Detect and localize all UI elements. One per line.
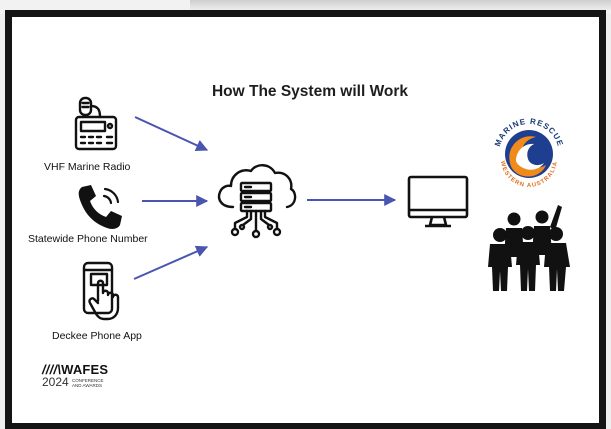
phone-app-icon: [80, 261, 126, 323]
arrow-app-to-hub: [133, 245, 209, 280]
people-group-icon: [486, 201, 572, 293]
source-label-phone: Statewide Phone Number: [28, 233, 148, 245]
wafes-mark: ////\: [42, 362, 62, 377]
marine-rescue-logo: MARINE RESCUE WESTERN AUSTRALIA: [486, 111, 572, 197]
flow-arrows: [133, 116, 397, 280]
slide-frame: How The System will Work VHF Marine Radi…: [5, 10, 606, 429]
arrow-radio-to-hub: [134, 116, 209, 151]
source-label-app: Deckee Phone App: [52, 330, 142, 342]
cloud-server-icon: [213, 157, 299, 239]
top-bar-shade: [190, 0, 611, 10]
diagram-title: How The System will Work: [211, 83, 409, 100]
wafes-tag2: AND AWARDS: [72, 382, 102, 388]
wafes-tag1: CONFERENCE: [72, 377, 104, 383]
source-label-vhf: VHF Marine Radio: [44, 161, 131, 173]
wafes-brand: WAFES: [61, 362, 109, 377]
monitor-icon: [405, 173, 471, 233]
wafes-year: 2024: [42, 375, 69, 389]
radio-icon: [72, 93, 120, 155]
phone-icon: [76, 183, 126, 231]
